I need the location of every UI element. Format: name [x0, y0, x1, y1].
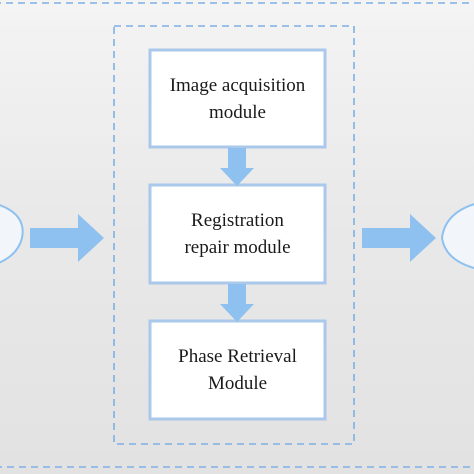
module-box-image-acquisition	[148, 48, 327, 149]
left-right-arrow	[30, 214, 104, 262]
down-arrow-1	[220, 148, 254, 186]
module-box-registration-repair	[148, 183, 327, 285]
down-arrow-2	[220, 284, 254, 322]
right-right-arrow	[362, 214, 436, 262]
right-output-ellipse	[440, 203, 474, 270]
module-box-phase-retrieval	[148, 319, 327, 421]
left-input-ellipse	[0, 204, 24, 264]
inner-dashed-container	[113, 25, 355, 445]
